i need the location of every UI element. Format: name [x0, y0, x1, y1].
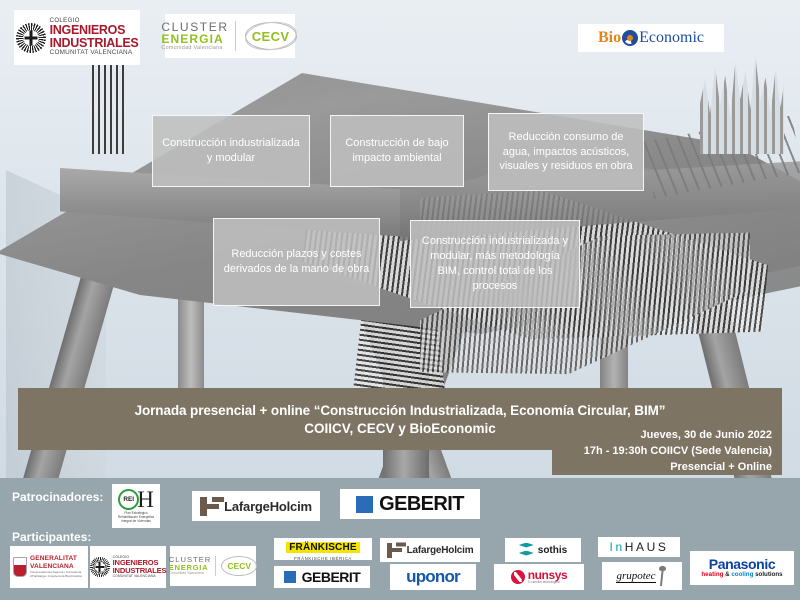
callout-box-4: Reducción plazos y costes derivados de l… [213, 218, 380, 306]
participant-logo-grupotec: grupotec [602, 562, 682, 590]
nunsys-tagline: Tu sector tecnológico [527, 580, 560, 585]
callout-box-2: Construcción de bajo impacto ambiental [330, 115, 464, 187]
frankische-name: FRÄNKISCHE [286, 542, 360, 553]
coiicv-line3: INDUSTRIALES [49, 35, 139, 50]
callout-box-1: Construcción industrializada y modular [152, 115, 310, 187]
rebar-bundle-left [92, 58, 126, 154]
panasonic-solutions: solutions [755, 571, 783, 579]
participant-logo-sothis: sothis [505, 538, 581, 562]
participant-logo-inhaus: InHAUS [598, 537, 680, 557]
coiicv2-line4: COMUNITAT VALENCIANA [112, 573, 156, 578]
lafargeholcim-text: LafargeHolcim [224, 498, 312, 514]
gva-line2: VALENCIANA [30, 562, 74, 570]
panasonic-cooling: cooling [731, 571, 754, 579]
panasonic-amp: & [725, 571, 730, 579]
coiicv-line1: COLEGIO [49, 18, 80, 25]
event-details-block: Jueves, 30 de Junio 2022 17h - 19:30h CO… [552, 425, 782, 475]
sponsor-logo-geberit: GEBERIT [340, 489, 480, 519]
reih-caption: Plan Estratégico Rehabilitación Energéti… [117, 511, 155, 523]
title-line-1: Jornada presencial + online “Construcció… [134, 402, 666, 418]
sothis-text: sothis [537, 544, 568, 556]
generalitat-shield-icon [13, 557, 27, 577]
reih-letter: H [137, 486, 154, 512]
callout-box-3: Reducción consumo de agua, impactos acús… [488, 113, 644, 191]
participant-logo-lafargeholcim: LafargeHolcim [380, 538, 480, 562]
cecv-badge-text: CECV [251, 28, 290, 44]
geberit-text: GEBERIT [379, 492, 464, 515]
title-line-2: COIICV, CECV y BioEconomic [304, 420, 496, 436]
participant-logo-coiicv: COLEGIO INGENIEROS INDUSTRIALES COMUNITA… [89, 546, 167, 588]
participant-logo-generalitat: GENERALITAT VALENCIANA Vicepresidencia S… [10, 546, 88, 588]
participant-logo-cluster-energia: CLUSTER ENERGIA Comunidad Valenciana CEC… [168, 546, 258, 586]
logo-cluster-energia: CLUSTER ENERGIA Comunidad Valenciana CEC… [161, 14, 297, 58]
lafargeholcim-mark-icon [200, 496, 220, 516]
cluster2-line3: Comunidad Valenciana [168, 571, 204, 576]
sponsor-logo-reih: REI H Plan Estratégico Rehabilitación En… [112, 484, 160, 528]
participant-logo-nunsys: nunsys Tu sector tecnológico [494, 564, 584, 590]
callout-box-5: Construcción industrializada y modular, … [410, 220, 580, 308]
lafargeholcim2-text: LafargeHolcim [406, 544, 474, 556]
reih-ring-icon: REI [118, 489, 140, 510]
uponor-text: uponor [406, 567, 461, 586]
geberit-square-icon [283, 571, 296, 583]
cecv-badge-icon: CECV [243, 19, 299, 53]
cluster-line2: ENERGIA [161, 32, 224, 47]
participant-logo-geberit: GEBERIT [274, 566, 370, 588]
sothis-mark-icon [519, 543, 534, 558]
cluster2-line1: CLUSTER [168, 555, 212, 565]
coiicv2-line3: INDUSTRIALES [112, 566, 167, 576]
logo-coiicv: COLEGIO INGENIEROS INDUSTRIALES COMUNITA… [14, 10, 140, 65]
gva-line3: Vicepresidencia Segona i Conselleria d'H… [30, 569, 82, 579]
geberit-square-icon [356, 495, 374, 513]
participant-logo-panasonic: Panasonic heating & cooling solutions [690, 551, 794, 585]
logo-bioeconomic: Bio Economic [578, 24, 724, 52]
sponsor-logo-lafargeholcim: LafargeHolcim [192, 491, 320, 521]
coiicv-line2: INGENIEROS [49, 23, 126, 38]
event-time-venue: 17h - 19:30h COIICV (Sede Valencia) [583, 444, 772, 457]
grupotec-text: grupotec [616, 570, 656, 583]
coiicv2-line2: INGENIEROS [112, 558, 159, 568]
participant-logo-uponor: uponor [390, 564, 476, 590]
label-participantes: Participantes: [12, 530, 92, 544]
panasonic-heating: heating [701, 571, 724, 579]
cluster-line3: Comunidad Valenciana [161, 44, 223, 51]
grupotec-bird-icon [658, 566, 668, 586]
nunsys-mark-icon [510, 570, 525, 584]
gva-line1: GENERALITAT [30, 555, 78, 563]
coiicv-seal-icon [15, 22, 46, 53]
bioeconomic-bio: Bio [598, 29, 622, 46]
panasonic-text: Panasonic [708, 555, 776, 572]
coiicv2-line1: COLEGIO [112, 554, 130, 559]
inhaus-in: In [609, 540, 625, 554]
cluster2-line2: ENERGIA [168, 563, 209, 573]
coiicv-line4: COMUNITAT VALENCIANA [49, 49, 133, 57]
participant-logo-frankische: FRÄNKISCHE FRÄNKISCHE IBÉRICA [274, 538, 372, 561]
coiicv-seal-icon [89, 557, 110, 577]
event-date: Jueves, 30 de Junio 2022 [640, 429, 772, 441]
inhaus-haus: HAUS [624, 540, 669, 554]
geberit2-text: GEBERIT [301, 569, 361, 585]
bio-orbit-icon [622, 30, 639, 46]
cecv-badge-icon: CECV [221, 555, 258, 577]
event-format: Presencial + Online [670, 460, 772, 473]
nunsys-text: nunsys [527, 568, 568, 583]
cluster2-badge: CECV [227, 561, 252, 571]
frankische-sub: FRÄNKISCHE IBÉRICA [294, 556, 352, 561]
lafargeholcim-mark-icon [386, 542, 402, 558]
label-patrocinadores: Patrocinadores: [12, 490, 104, 504]
cluster-line1: CLUSTER [161, 19, 229, 34]
bioeconomic-economic: Economic [639, 29, 704, 46]
